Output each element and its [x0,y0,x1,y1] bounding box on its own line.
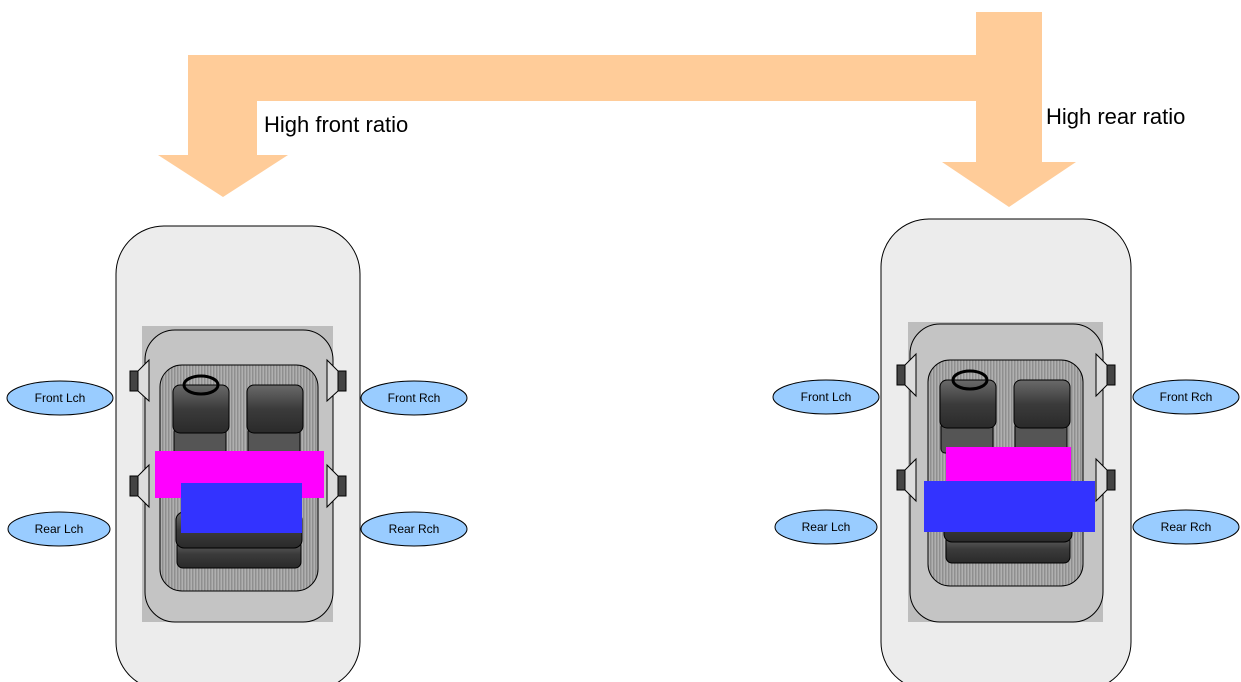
steering-wheel [182,374,220,396]
front-right-seat [246,384,304,434]
right-car: Front Lch Front Rch Rear Lch Rear Rch [772,218,1240,682]
rear-right-speaker-icon [1095,457,1116,503]
left-rear-rch-label: Rear Rch [389,522,440,536]
rear-sound-overlay [181,483,302,533]
front-right-speaker-icon [1095,352,1116,398]
front-sound-overlay [946,447,1071,483]
high-front-ratio-label: High front ratio [264,112,408,137]
front-rch-label-bubble [1132,379,1240,415]
left-car: Front Lch Front Rch Rear Lch Rear Rch [6,225,468,682]
steering-wheel [951,369,989,391]
rear-right-speaker-icon [326,463,347,509]
left-front-rch-label: Front Rch [388,391,441,405]
rear-left-speaker-icon [896,457,917,503]
front-left-speaker-icon [129,358,150,403]
rear-left-speaker-icon [129,463,150,509]
rear-sound-overlay [924,481,1095,532]
front-right-seat [1013,379,1071,429]
right-rear-rch-label: Rear Rch [1161,520,1212,534]
rear-rch-label-bubble [360,511,468,547]
right-front-lch-label: Front Lch [801,390,852,404]
front-left-speaker-icon [896,352,917,398]
front-left-seat [172,384,230,434]
left-front-lch-label: Front Lch [35,391,86,405]
right-rear-lch-label: Rear Lch [802,520,851,534]
rear-rch-label-bubble [1132,509,1240,545]
front-left-seat [939,379,997,429]
right-front-rch-label: Front Rch [1160,390,1213,404]
front-rear-balance-arrow [158,12,1076,207]
left-rear-lch-label: Rear Lch [35,522,84,536]
front-lch-label-bubble [772,379,880,415]
front-right-speaker-icon [326,358,347,403]
front-rch-label-bubble [360,380,468,416]
rear-lch-label-bubble [774,509,878,545]
high-rear-ratio-label: High rear ratio [1046,104,1185,129]
front-lch-label-bubble [6,380,114,416]
rear-lch-label-bubble [7,511,111,547]
